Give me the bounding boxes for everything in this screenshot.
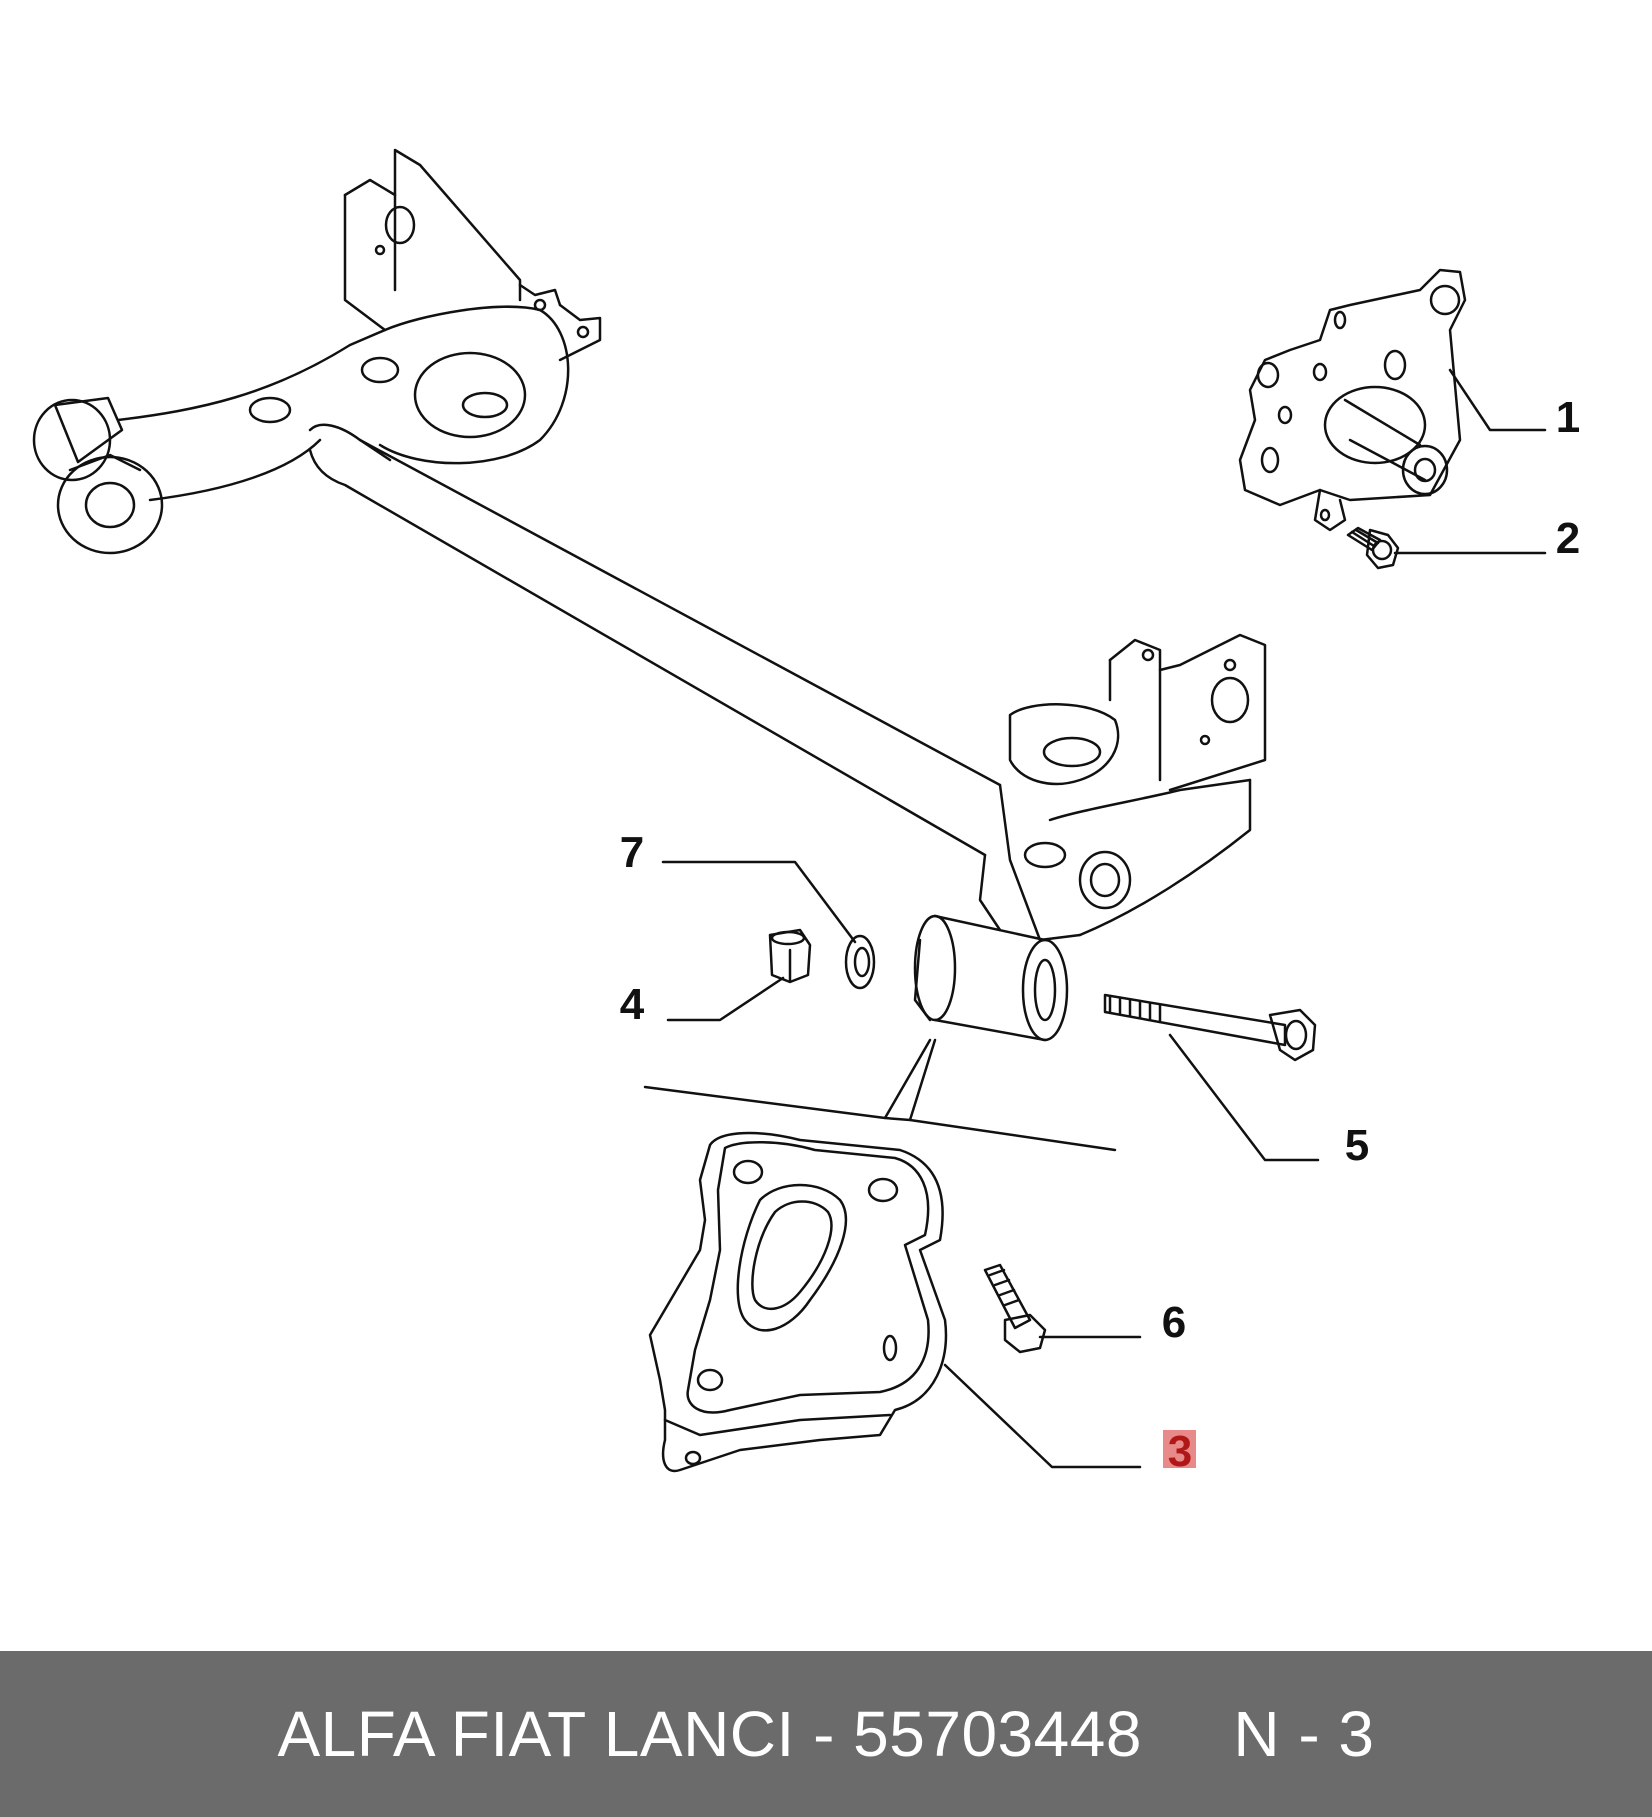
footer-separator: - — [813, 1698, 835, 1770]
part-7-washer — [844, 934, 876, 990]
callout-2: 2 — [1556, 514, 1580, 563]
part-1-hub-carrier — [1238, 268, 1467, 532]
part-3-support-bracket — [648, 1131, 948, 1473]
part-2-flange-screw — [1346, 526, 1400, 570]
leader-line-1 — [1448, 368, 1547, 432]
footer-text: ALFA FIAT LANCI - 55703448 N - 3 — [277, 1697, 1374, 1771]
part-5-bolt — [1103, 993, 1317, 1062]
footer-brand: ALFA FIAT LANCI — [277, 1698, 795, 1770]
callout-7: 7 — [620, 828, 644, 877]
bushing — [913, 914, 1069, 1042]
callout-4: 4 — [620, 980, 645, 1029]
part-6-screw — [983, 1263, 1047, 1354]
leader-line-7 — [661, 860, 857, 944]
callout-1: 1 — [1556, 393, 1580, 442]
callout-3-highlight — [1163, 1430, 1196, 1468]
footer-bar: ALFA FIAT LANCI - 55703448 N - 3 — [0, 1651, 1652, 1817]
footer-position: N - 3 — [1233, 1698, 1375, 1770]
rear-axle-beam — [32, 148, 1267, 942]
footer-part-number: 55703448 — [853, 1698, 1142, 1770]
leader-line-3 — [943, 1363, 1142, 1469]
leader-line-5 — [1168, 1033, 1320, 1162]
part-4-nut — [768, 928, 812, 984]
leader-line-4 — [666, 976, 785, 1022]
callout-5: 5 — [1345, 1121, 1369, 1170]
callout-3: 3 — [1168, 1427, 1192, 1476]
exploded-view-line — [643, 1038, 1117, 1152]
parts-diagram: 1 2 3 4 5 6 7 — [32, 148, 1580, 1476]
callout-6: 6 — [1162, 1298, 1186, 1347]
